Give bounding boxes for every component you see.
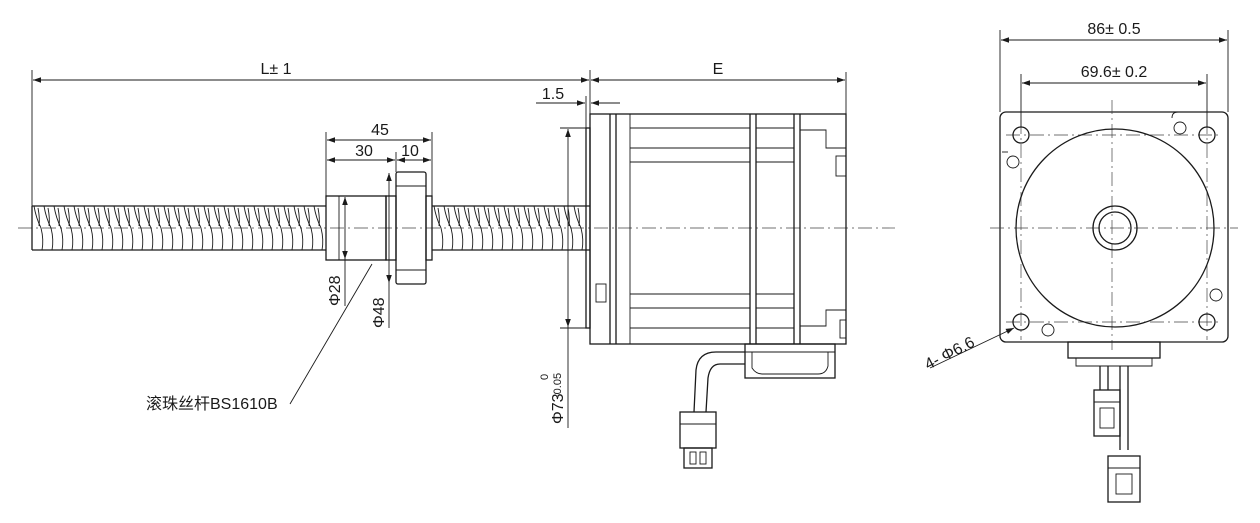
dim-hole-spacing: 69.6± 0.2 (1020, 64, 1208, 127)
dim-flange-diameter: Φ48 (371, 173, 392, 328)
width-label: 86± 0.5 (1087, 21, 1140, 38)
length-label: L± 1 (260, 61, 291, 78)
boss-circle (1015, 128, 1215, 328)
motor-cable-assembly (679, 343, 836, 469)
dim-length-l: L± 1 (31, 61, 591, 206)
stepper-motor-body (585, 113, 847, 345)
nut-flange-label: 10 (401, 143, 419, 160)
end-view: 86± 0.5 69.6± 0.2 4- Φ6.6 (922, 21, 1238, 503)
dim-gap: 1.5 (536, 86, 620, 128)
callout-label: 滚珠丝杆BS1610B (146, 395, 278, 413)
flange-dia-label: Φ48 (371, 297, 388, 328)
nut-body-label: 30 (355, 143, 373, 160)
motor-length-label: E (713, 61, 724, 78)
nut-total-label: 45 (371, 122, 389, 139)
dim-nut: 45 30 10 (325, 122, 433, 196)
pilot-dia-label: Φ73 (550, 393, 567, 424)
dim-pilot-diameter: Φ73 0 -0.05 (539, 127, 586, 428)
gap-label: 1.5 (542, 86, 564, 103)
end-view-cable-assembly (1067, 341, 1161, 503)
dim-flange-width: 86± 0.5 (999, 21, 1229, 112)
holes-callout: 4- Φ6.6 (922, 327, 1015, 374)
ball-screw-callout: 滚珠丝杆BS1610B (146, 263, 373, 413)
holes-label: 4- Φ6.6 (922, 334, 978, 374)
flange-outline (999, 111, 1229, 343)
shaft-dia-label: Φ28 (327, 275, 344, 306)
lead-screw-right (432, 205, 590, 251)
lead-screw-left (31, 205, 326, 251)
side-view: L± 1 E 1.5 45 30 10 (18, 61, 895, 469)
pilot-tol-lower: -0.05 (552, 373, 564, 398)
shaft-outer (1092, 205, 1138, 251)
dim-nut-diameter: Φ28 (327, 197, 348, 306)
pilot-tol-upper: 0 (539, 374, 551, 380)
dim-motor-length-e: E (591, 61, 847, 114)
shaft-inner (1098, 211, 1132, 245)
hole-spacing-label: 69.6± 0.2 (1081, 64, 1148, 81)
